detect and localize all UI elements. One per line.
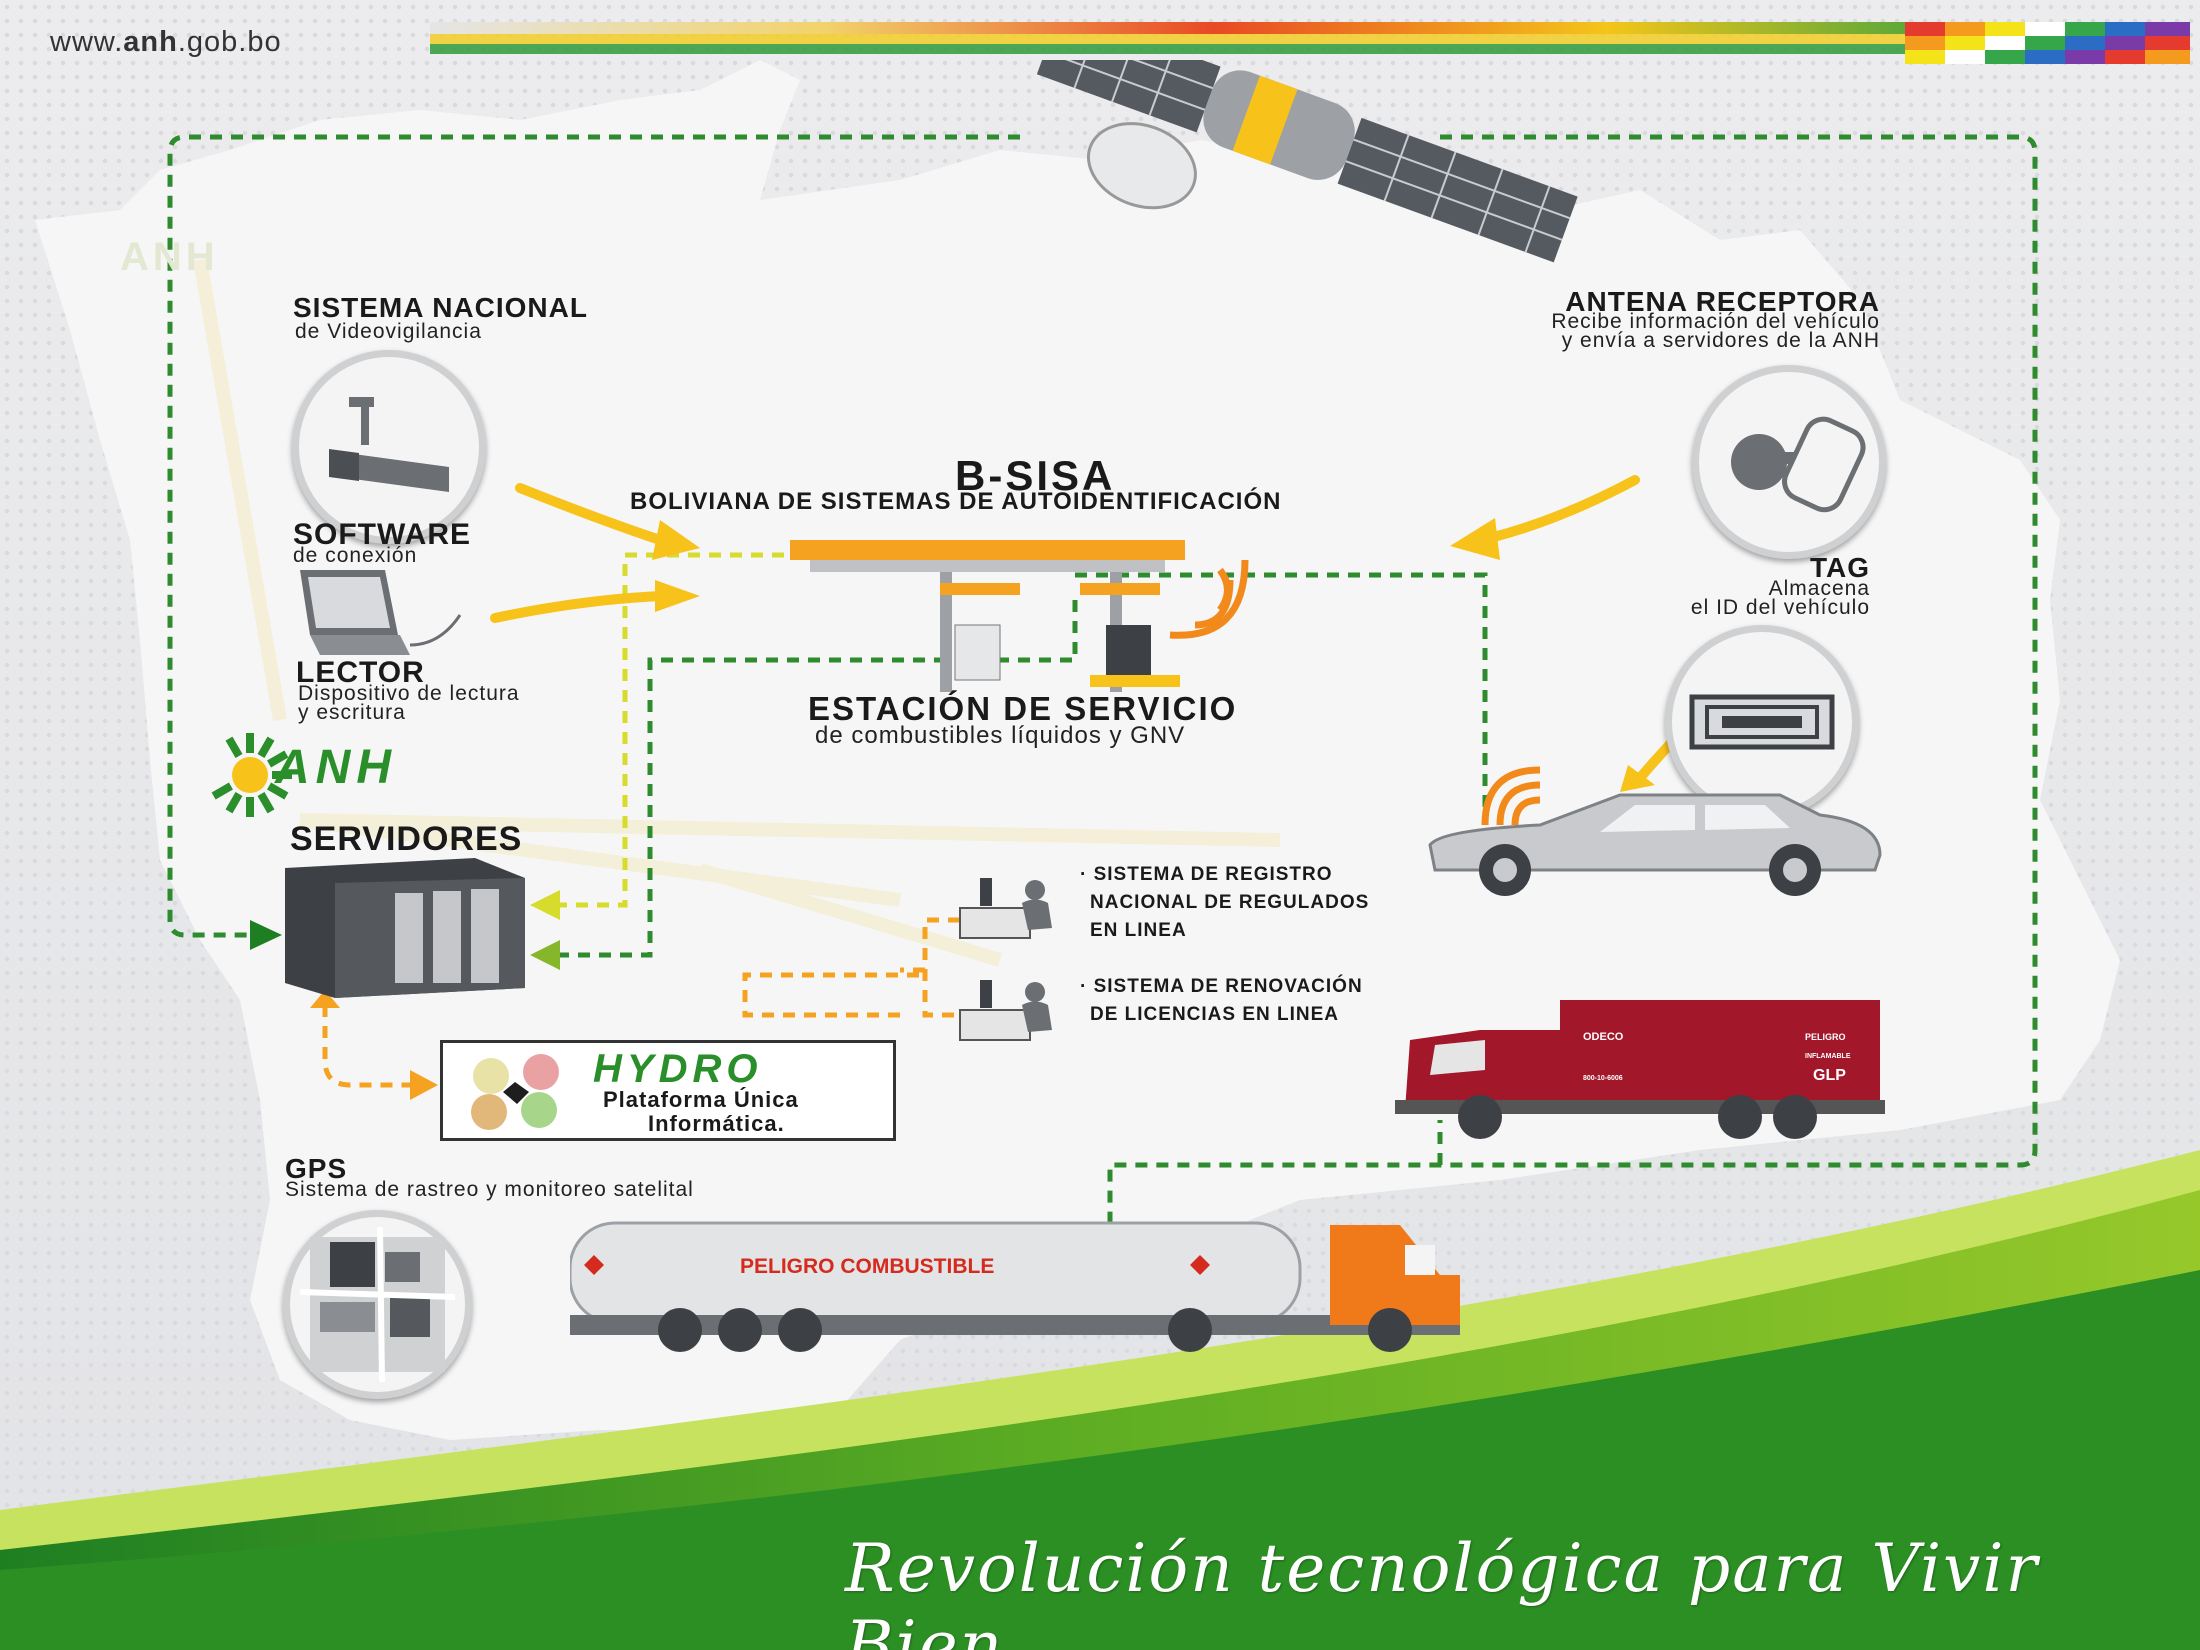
tag-title: TAG (1809, 552, 1870, 583)
green-band (0, 1150, 2200, 1650)
hydro-line2: Informática. (648, 1111, 785, 1136)
glp-warning-2: INFLAMABLE (1805, 1053, 1851, 1060)
lector-title: LECTOR (296, 656, 425, 689)
station-subtitle: de combustibles líquidos y GNV (815, 722, 1186, 749)
glp-brand: ODECO (1583, 1031, 1624, 1043)
lector-line1: Dispositivo de lectura (298, 682, 520, 705)
arrow-head-orange-1 (310, 990, 340, 1008)
glp-cargo: GLP (1813, 1067, 1846, 1084)
office-user-icon-2 (959, 980, 1052, 1041)
arrow-head-yellow-1 (530, 890, 560, 920)
software-subtitle: de conexión (293, 544, 418, 567)
registro-line1: · SISTEMA DE REGISTRO (1080, 864, 1333, 885)
tanker-label: PELIGRO COMBUSTIBLE (740, 1255, 994, 1278)
lector-line2: y escritura (298, 701, 406, 724)
suv-icon (1428, 766, 1882, 896)
glp-truck-icon: ODECO 800-10-6006 PELIGRO INFLAMABLE GLP (1395, 1000, 1885, 1139)
antena-line1: Recibe información del vehículo (1551, 310, 1880, 333)
glp-warning: PELIGRO (1805, 1032, 1846, 1042)
gps-title: GPS (285, 1153, 348, 1184)
registro-line3: EN LINEA (1090, 920, 1187, 941)
arrow-head-orange-2 (410, 1070, 438, 1100)
office-user-icon (959, 878, 1052, 939)
tag-line2: el ID del vehículo (1690, 596, 1870, 619)
tanker-truck-icon: PELIGRO COMBUSTIBLE (570, 1221, 1460, 1352)
hydro-name: HYDRO (593, 1047, 763, 1091)
software-title: SOFTWARE (293, 518, 471, 551)
antenna-icon (1731, 416, 1866, 513)
arrow-head-green-2 (530, 940, 560, 970)
gps-circle (283, 1210, 472, 1399)
laptop-icon (300, 570, 462, 655)
glp-phone: 800-10-6006 (1583, 1075, 1623, 1082)
rfid-tag-icon (1689, 694, 1835, 750)
flag-stripe (430, 22, 2190, 64)
gps-subtitle: Sistema de rastreo y monitoreo satelital (285, 1178, 694, 1201)
main-title: B-SISA (955, 452, 1116, 499)
licencias-line1: · SISTEMA DE RENOVACIÓN (1080, 976, 1363, 997)
wiphala-icon (1905, 22, 2190, 64)
car-signal-icon (1481, 766, 1541, 826)
hydro-card[interactable]: HYDRO Plataforma Única Informática. (440, 1040, 896, 1141)
satellite-icon (1036, 60, 1578, 263)
arrow-head-green-1 (250, 920, 282, 950)
anh-logo-text: ANH (275, 741, 397, 794)
antena-line2: y envía a servidores de la ANH (1561, 329, 1880, 352)
gas-station-icon (790, 540, 1249, 692)
licencias-line2: DE LICENCIAS EN LINEA (1090, 1004, 1340, 1025)
registro-line2: NACIONAL DE REGULADOS (1090, 892, 1370, 913)
website-url[interactable]: www.anh.gob.bo (50, 26, 282, 58)
camera-icon (329, 397, 449, 492)
tag-line1: Almacena (1768, 577, 1870, 600)
station-title: ESTACIÓN DE SERVICIO (808, 690, 1238, 727)
slogan: Revolución tecnológica para Vivir Bien (845, 1530, 2039, 1650)
videovigilancia-title: SISTEMA NACIONAL (293, 292, 588, 323)
camera-circle (292, 350, 486, 544)
watermark-logo: ANH (120, 235, 219, 279)
signal-waves-icon (1169, 559, 1249, 639)
antenna-circle (1692, 365, 1886, 559)
antena-title: ANTENA RECEPTORA (1565, 286, 1880, 317)
main-subtitle: BOLIVIANA DE SISTEMAS DE AUTOIDENTIFICAC… (630, 488, 1282, 515)
videovigilancia-subtitle: de Videovigilancia (295, 320, 482, 343)
molecule-icon (471, 1054, 559, 1130)
hydro-line1: Plataforma Única (603, 1087, 799, 1112)
servidores-title: SERVIDORES (290, 820, 523, 858)
server-icon (285, 858, 525, 998)
anh-logo (211, 733, 292, 817)
map-icon (299, 1226, 456, 1383)
